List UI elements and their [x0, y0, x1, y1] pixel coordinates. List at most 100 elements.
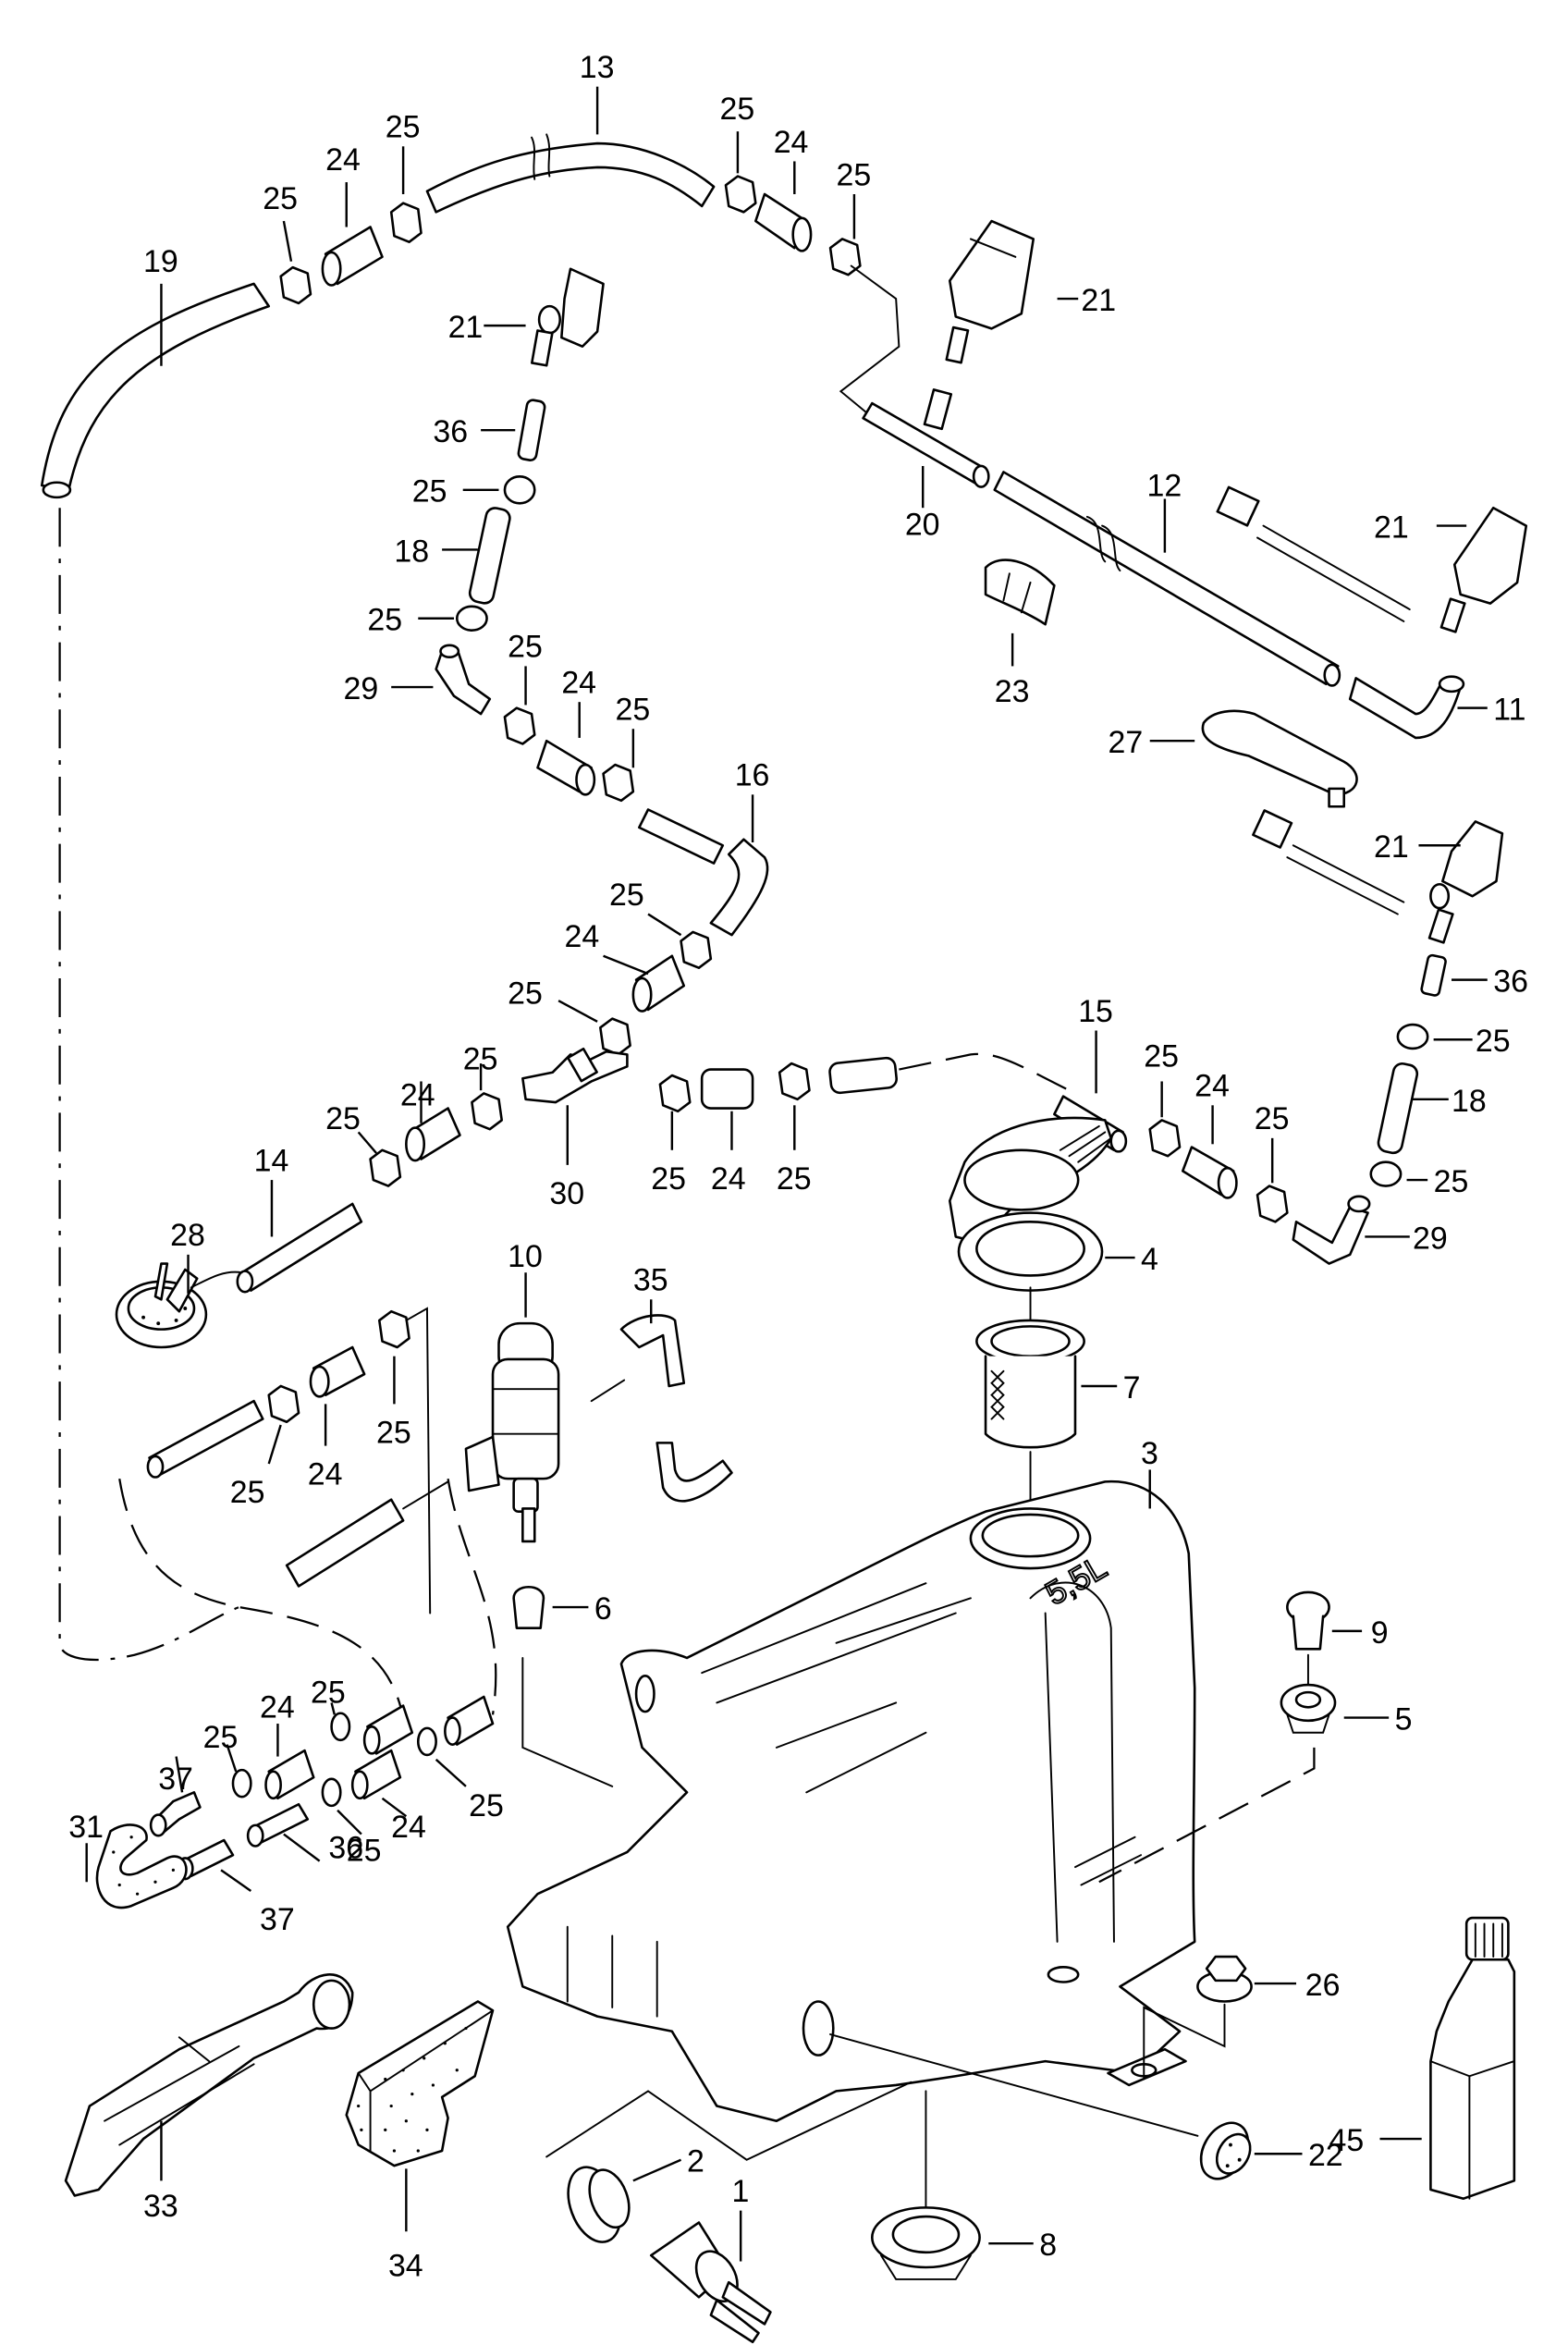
leader-25 [435, 1758, 467, 1787]
grommet-6[interactable] [512, 1586, 545, 1629]
elbow-connector-29[interactable] [435, 644, 492, 716]
hose-clip-25[interactable] [455, 605, 488, 632]
hose-clip-25[interactable] [279, 265, 312, 305]
grommet-5[interactable] [1280, 1683, 1337, 1734]
leader-25 [337, 1809, 362, 1835]
hose-13[interactable] [425, 133, 716, 214]
hose-15-segment[interactable] [828, 1056, 898, 1095]
hose-connector-24[interactable] [444, 1695, 495, 1746]
hose-clip-25[interactable] [724, 175, 757, 214]
hose-clip-25[interactable] [599, 1017, 631, 1056]
connector-37[interactable] [149, 1791, 202, 1837]
nut-26[interactable] [1196, 1955, 1253, 2003]
non-return-valve-36[interactable] [517, 399, 546, 461]
hose-connector-24[interactable] [631, 954, 686, 1013]
hose-connector-24[interactable] [536, 739, 596, 796]
non-return-valve-36[interactable] [246, 1802, 310, 1848]
grommet-8[interactable] [871, 2206, 981, 2280]
hose-12[interactable] [993, 471, 1341, 687]
hose-connector-24[interactable] [309, 1345, 366, 1398]
callout-45: 45 [1329, 2123, 1365, 2158]
hose-clip-25[interactable] [658, 1074, 692, 1113]
non-return-valve-36[interactable] [1420, 953, 1447, 997]
callout-3: 3 [1141, 1436, 1158, 1471]
strainer-7[interactable] [975, 1319, 1085, 1449]
spray-jet-21[interactable] [1252, 809, 1504, 944]
hose-18[interactable] [468, 507, 511, 605]
hose-elbow-11[interactable] [1348, 675, 1465, 740]
hose-connector-24[interactable] [1181, 1146, 1238, 1199]
hose-clip-25[interactable] [389, 202, 423, 243]
hose-14[interactable] [236, 1202, 363, 1294]
assembly-line [829, 2033, 1199, 2137]
hose-connector-24[interactable] [754, 192, 813, 252]
callout-21: 21 [1374, 510, 1409, 546]
grommet-2[interactable] [558, 2160, 636, 2250]
hose-connector-24[interactable] [405, 1107, 461, 1162]
bracket-33[interactable] [64, 1973, 354, 2197]
callout-24: 24 [325, 142, 361, 178]
hose-19[interactable] [40, 282, 271, 499]
hose-35[interactable] [619, 1314, 733, 1503]
spray-jet-21[interactable] [531, 267, 605, 367]
callout-24: 24 [774, 125, 809, 160]
hose-clip-25[interactable] [503, 706, 536, 745]
hose-connector-24[interactable] [264, 1749, 315, 1800]
leader-25 [647, 913, 682, 937]
leader-25 [557, 1000, 598, 1023]
hose-clip-25[interactable] [377, 1309, 410, 1349]
leader-2 [632, 2158, 682, 2182]
non-return-valve-28[interactable] [115, 1262, 208, 1349]
callout-25: 25 [837, 157, 872, 192]
hose-clip-25[interactable] [1148, 1119, 1182, 1158]
hose-clip-25[interactable] [369, 1148, 402, 1187]
hose-connector-24[interactable] [321, 226, 384, 287]
washer-fluid-reservoir-3[interactable] [506, 1479, 1196, 2122]
elbow-connector-29[interactable] [1292, 1195, 1371, 1265]
callout-25: 25 [1144, 1038, 1179, 1074]
hose-elbow-16[interactable] [709, 838, 769, 937]
hose-clip-25[interactable] [1369, 1160, 1403, 1187]
hose-clip-25[interactable] [503, 474, 536, 505]
hose-18[interactable] [1377, 1062, 1419, 1155]
callout-36: 36 [433, 414, 468, 449]
hose-clip-25[interactable] [330, 1712, 351, 1742]
callout-18: 18 [1452, 1084, 1487, 1119]
spray-jet-21[interactable] [1216, 485, 1528, 633]
hose-clip-25[interactable] [231, 1768, 252, 1799]
hose-short[interactable] [638, 808, 725, 865]
hose-connector-24[interactable] [362, 1704, 414, 1755]
hose-clip-25[interactable] [267, 1384, 300, 1424]
filler-cap[interactable] [948, 1116, 1113, 1245]
callout-13: 13 [580, 50, 615, 85]
hose-clip-25[interactable] [602, 763, 635, 803]
callout-14: 14 [254, 1143, 289, 1178]
plug-9[interactable] [1286, 1590, 1330, 1651]
hose-clip-25[interactable] [778, 1062, 811, 1101]
cover-27[interactable] [1201, 709, 1358, 808]
t-piece-20[interactable] [862, 388, 990, 488]
hose-short[interactable] [146, 1399, 264, 1479]
clip-23[interactable] [984, 559, 1056, 626]
washer-pump-10[interactable] [464, 1321, 560, 1543]
hose-clip-25[interactable] [1256, 1185, 1289, 1223]
cap-22[interactable] [1192, 2115, 1257, 2188]
hose-clip-25[interactable] [680, 930, 713, 969]
washer-fluid-bottle-45[interactable] [1429, 1916, 1516, 2200]
hose-connector-24[interactable] [350, 1749, 402, 1800]
y-piece-30[interactable] [521, 1047, 629, 1104]
hose-clip-25[interactable] [416, 1726, 437, 1757]
hose-clip-25[interactable] [1396, 1023, 1429, 1050]
seal-ring-4[interactable] [957, 1211, 1104, 1292]
spray-jet-21[interactable] [945, 219, 1035, 364]
leader-36 [283, 1833, 321, 1862]
hose-elbow-31[interactable] [95, 1823, 188, 1909]
hose-short[interactable] [285, 1498, 405, 1588]
hose-connector-24[interactable] [700, 1068, 754, 1110]
sensor-1[interactable] [649, 2221, 772, 2344]
hose-clip-25[interactable] [321, 1777, 342, 1808]
foam-insert-34[interactable] [345, 2000, 495, 2167]
callout-33: 33 [143, 2189, 178, 2224]
hose-clip-25[interactable] [471, 1092, 504, 1131]
